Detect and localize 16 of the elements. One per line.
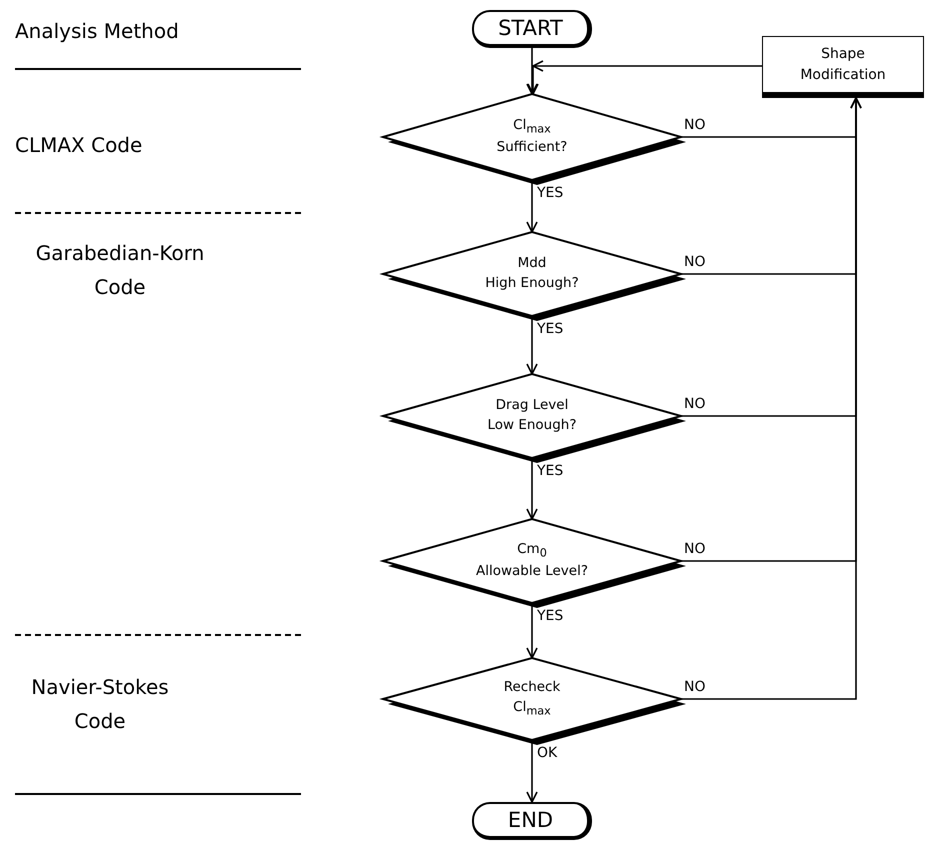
method-label: Analysis Method xyxy=(15,18,180,45)
arrow xyxy=(681,97,862,700)
node-label: Drag Level Low Enough? xyxy=(487,396,577,435)
node-label: Cl$_{max}$ Sufficient? xyxy=(496,116,568,158)
node-label: Cm$_{0}$ Allowable Level? xyxy=(476,540,588,582)
method-label: Navier-Stokes Code xyxy=(30,674,170,735)
method-label: Garabedian-Korn Code xyxy=(34,240,206,301)
node-label: END xyxy=(508,806,554,834)
node-label: START xyxy=(498,14,563,42)
node-label: Shape Modification xyxy=(800,45,886,84)
method-label: CLMAX Code xyxy=(15,132,144,159)
node-label: Recheck Cl$_{max}$ xyxy=(504,678,560,720)
process-box xyxy=(762,36,924,98)
arrow xyxy=(528,60,762,94)
node-label: Mdd High Enough? xyxy=(485,254,579,293)
arrow xyxy=(526,48,538,95)
